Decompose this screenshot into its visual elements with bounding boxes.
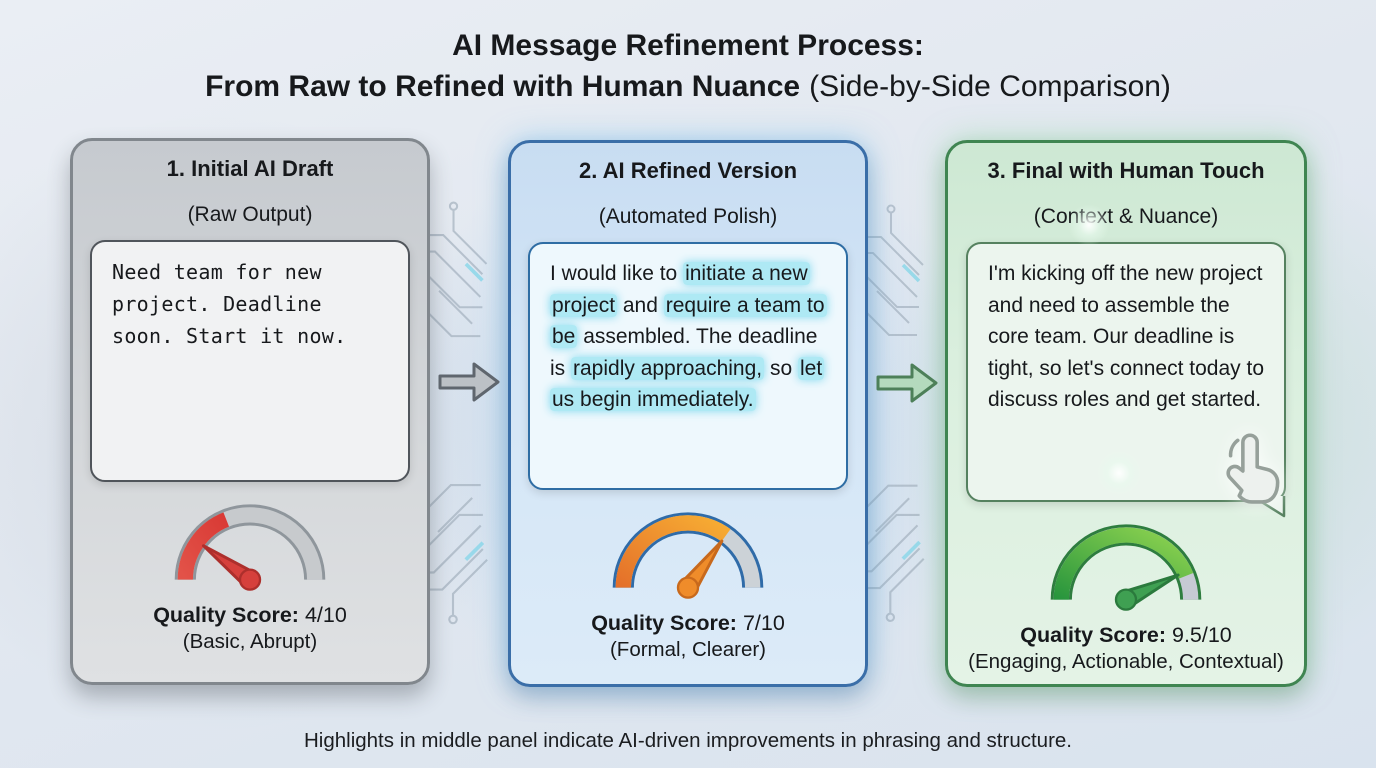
message-box-raw: Need team for new project. Deadline soon… (90, 240, 410, 483)
arrow-right-icon (876, 363, 938, 403)
panel-final-human-touch: 3. Final with Human Touch (Context & Nua… (945, 140, 1307, 687)
quality-score: Quality Score: 7/10 (591, 611, 785, 636)
message-text: I'm kicking off the new project and need… (988, 262, 1265, 412)
circuit-traces-icon (421, 200, 517, 365)
title-line1: AI Message Refinement Process: (452, 29, 924, 62)
message-text: I would like to (550, 262, 684, 286)
quality-score: Quality Score: 4/10 (153, 603, 347, 628)
title-line2: From Raw to Refined with Human Nuance(Si… (0, 66, 1376, 107)
message-box-refined: I would like to initiate a new project a… (528, 242, 848, 491)
sparkle-icon (1068, 204, 1110, 246)
panel-initial-ai-draft: 1. Initial AI Draft (Raw Output) Need te… (70, 138, 430, 685)
quality-gauge (612, 512, 764, 599)
circuit-traces-icon (859, 440, 953, 640)
panel-header: 2. AI Refined Version (578, 158, 798, 183)
panel-subheader: (Automated Polish) (598, 204, 778, 228)
message-text: so (764, 356, 798, 380)
footer-caption: Highlights in middle panel indicate AI-d… (303, 729, 1072, 752)
score-note: (Engaging, Actionable, Contextual) (968, 650, 1284, 674)
arrow-right-icon (438, 362, 500, 402)
quality-gauge (174, 504, 326, 591)
tap-cursor-icon (1226, 433, 1280, 504)
title-line2-regular: (Side-by-Side Comparison) (809, 70, 1171, 104)
panel-subheader: (Raw Output) (187, 202, 313, 226)
score-note: (Formal, Clearer) (609, 638, 767, 662)
panel-header: 3. Final with Human Touch (987, 158, 1265, 183)
circuit-traces-icon (421, 438, 517, 643)
circuit-traces-icon (859, 203, 953, 363)
sparkle-icon (1096, 450, 1142, 496)
score-note: (Basic, Abrupt) (182, 630, 318, 654)
highlighted-phrase: rapidly approaching, (571, 356, 765, 380)
message-text: assembled. The deadline is (550, 325, 818, 380)
quality-score: Quality Score: 9.5/10 (1020, 623, 1232, 648)
page-title: AI Message Refinement Process: From Raw … (0, 25, 1376, 108)
quality-gauge (1050, 524, 1202, 611)
panel-ai-refined-version: 2. AI Refined Version (Automated Polish)… (508, 140, 868, 687)
message-text: Need team for new project. Deadline soon… (112, 260, 347, 349)
panel-subheader: (Context & Nuance) (1033, 204, 1219, 228)
title-line2-bold: From Raw to Refined with Human Nuance (205, 70, 801, 104)
panel-header: 1. Initial AI Draft (166, 156, 334, 181)
message-text: and (617, 293, 664, 317)
